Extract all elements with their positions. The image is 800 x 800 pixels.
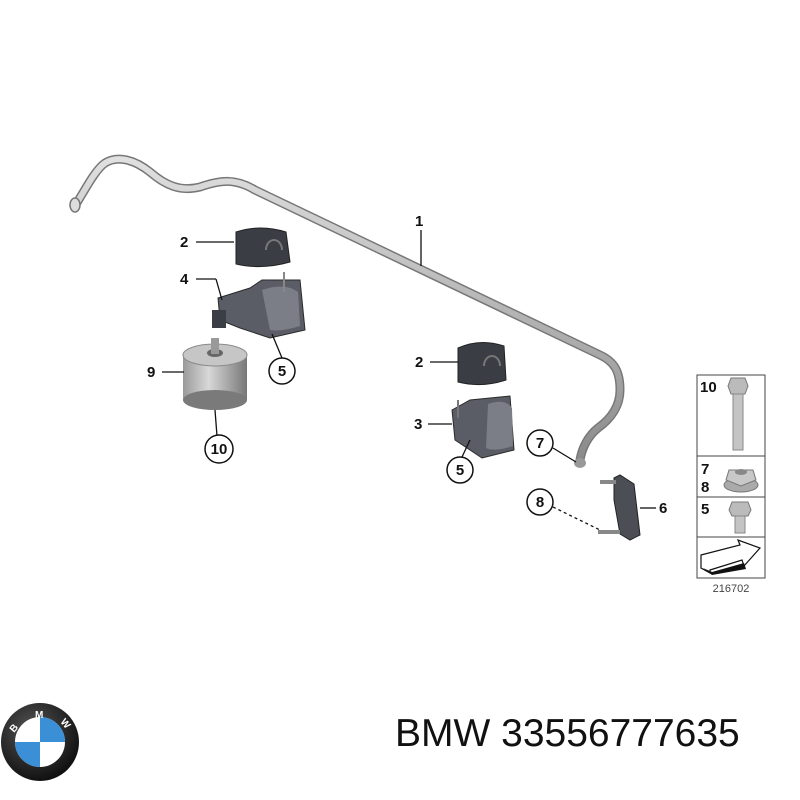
- svg-text:5: 5: [701, 501, 709, 518]
- svg-text:4: 4: [180, 271, 189, 288]
- callout-8: 8: [526, 488, 554, 516]
- rubber-mount: [182, 338, 248, 410]
- hardware-legend: 10 7 8 5 216702: [696, 374, 766, 595]
- svg-text:10: 10: [700, 379, 717, 396]
- bolt-small-icon: [728, 501, 752, 534]
- svg-text:8: 8: [701, 479, 709, 496]
- callout-5-left: 5: [268, 357, 296, 385]
- bracket-right: [451, 395, 515, 459]
- callout-9: 9: [147, 364, 155, 381]
- svg-text:2: 2: [180, 234, 188, 251]
- svg-text:10: 10: [211, 441, 228, 458]
- svg-text:9: 9: [147, 364, 155, 381]
- bushing-left: [235, 227, 291, 268]
- callout-1: 1: [415, 213, 423, 230]
- svg-text:M: M: [35, 710, 43, 721]
- callout-4: 4: [180, 271, 189, 288]
- svg-text:8: 8: [536, 494, 544, 511]
- callout-2-right: 2: [415, 354, 423, 371]
- link-rod: [574, 458, 641, 541]
- callout-2-left: 2: [180, 234, 188, 251]
- svg-text:1: 1: [415, 213, 423, 230]
- svg-text:5: 5: [278, 363, 286, 380]
- svg-text:2: 2: [415, 354, 423, 371]
- bushing-right: [457, 342, 507, 386]
- part-number-caption: BMW 33556777635: [395, 712, 740, 755]
- bracket-left: [212, 272, 306, 339]
- svg-text:3: 3: [414, 416, 422, 433]
- callout-5-right: 5: [446, 456, 474, 484]
- callout-10: 10: [204, 434, 234, 464]
- direction-arrow-icon: [700, 538, 762, 575]
- callout-7: 7: [526, 429, 554, 457]
- flange-nut-icon: [723, 469, 759, 493]
- diagram-number: 216702: [713, 583, 750, 595]
- svg-text:5: 5: [456, 462, 464, 479]
- stabilizer-bar: [69, 154, 625, 465]
- svg-text:6: 6: [659, 500, 667, 517]
- bmw-logo: B M W: [1, 703, 79, 781]
- callout-6: 6: [659, 500, 667, 517]
- svg-text:7: 7: [701, 461, 709, 478]
- svg-text:7: 7: [536, 435, 544, 452]
- callout-3: 3: [414, 416, 422, 433]
- bolt-icon: [727, 377, 749, 451]
- leader-lines: [162, 230, 656, 531]
